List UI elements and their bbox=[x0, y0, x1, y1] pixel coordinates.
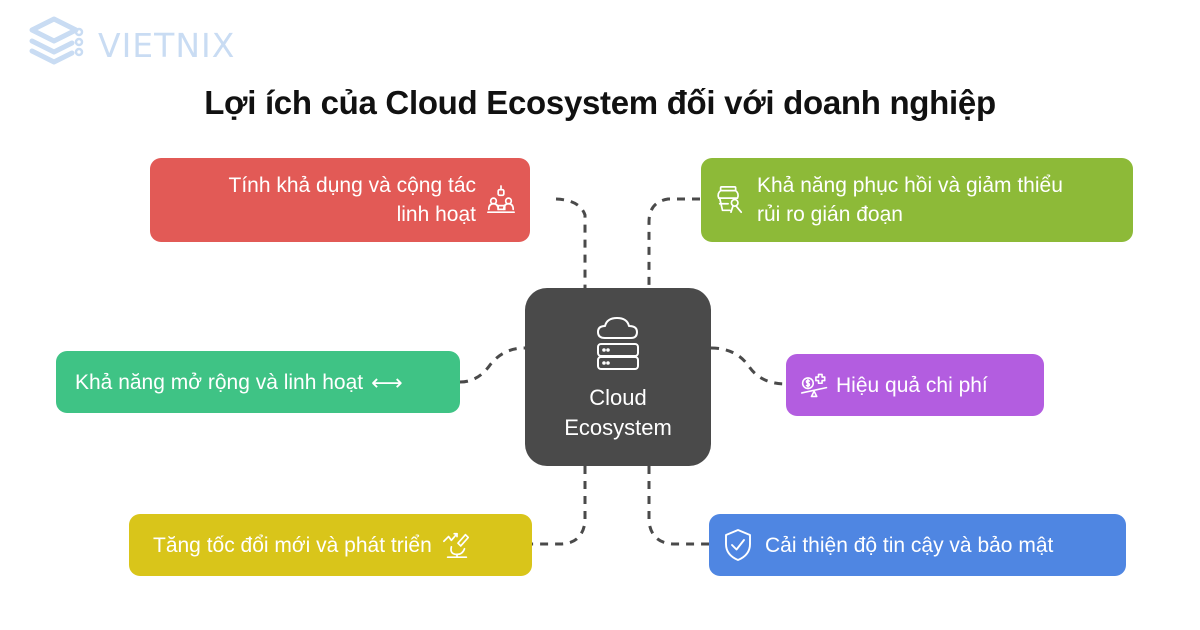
center-label-line2: Ecosystem bbox=[564, 415, 672, 440]
center-label-line1: Cloud bbox=[589, 385, 647, 410]
collaboration-icon bbox=[486, 185, 516, 215]
page-title: Lợi ích của Cloud Ecosystem đối với doan… bbox=[204, 84, 996, 121]
cost-balance-icon bbox=[800, 370, 830, 400]
benefit-innovation-card: Tăng tốc đổi mới và phát triển bbox=[129, 514, 532, 576]
benefit-resilience-line2: rủi ro gián đoạn bbox=[757, 203, 903, 226]
benefit-availability-card: Tính khả dụng và cộng tác linh hoạt bbox=[150, 158, 530, 242]
benefit-availability-line1: Tính khả dụng và cộng tác bbox=[228, 174, 477, 197]
connector-middle-left bbox=[459, 346, 526, 384]
benefit-cost-label: Hiệu quả chi phí bbox=[836, 373, 988, 397]
benefit-cost-card: Hiệu quả chi phí bbox=[786, 354, 1044, 416]
recovery-vase-icon bbox=[715, 185, 745, 215]
connector-middle-right bbox=[710, 346, 787, 386]
brand-name: VIETNIX bbox=[98, 26, 236, 65]
stacked-layers-icon bbox=[26, 14, 88, 77]
vietnix-logo: VIETNIX bbox=[26, 14, 235, 77]
connector-bottom-left bbox=[532, 466, 587, 546]
center-node-cloud-ecosystem: Cloud Ecosystem bbox=[525, 288, 711, 466]
microscope-growth-icon bbox=[442, 530, 472, 560]
benefit-security-card: Cải thiện độ tin cậy và bảo mật bbox=[709, 514, 1126, 576]
cloud-server-icon bbox=[595, 316, 641, 377]
benefit-scalability-label: Khả năng mở rộng và linh hoạt bbox=[75, 370, 364, 394]
connector-top-left bbox=[555, 197, 587, 288]
left-right-arrow-icon: ⟷ bbox=[371, 369, 403, 395]
connector-bottom-right bbox=[647, 466, 709, 546]
benefit-resilience-card: Khả năng phục hồi và giảm thiểu rủi ro g… bbox=[701, 158, 1133, 242]
benefit-availability-line2: linh hoạt bbox=[396, 203, 476, 226]
benefit-security-label: Cải thiện độ tin cậy và bảo mật bbox=[765, 533, 1054, 557]
benefit-resilience-line1: Khả năng phục hồi và giảm thiểu bbox=[757, 174, 1063, 197]
connector-top-right bbox=[647, 197, 700, 288]
benefit-innovation-label: Tăng tốc đổi mới và phát triển bbox=[153, 533, 432, 557]
benefit-scalability-card: Khả năng mở rộng và linh hoạt ⟷ bbox=[56, 351, 460, 413]
shield-check-icon bbox=[723, 529, 753, 561]
